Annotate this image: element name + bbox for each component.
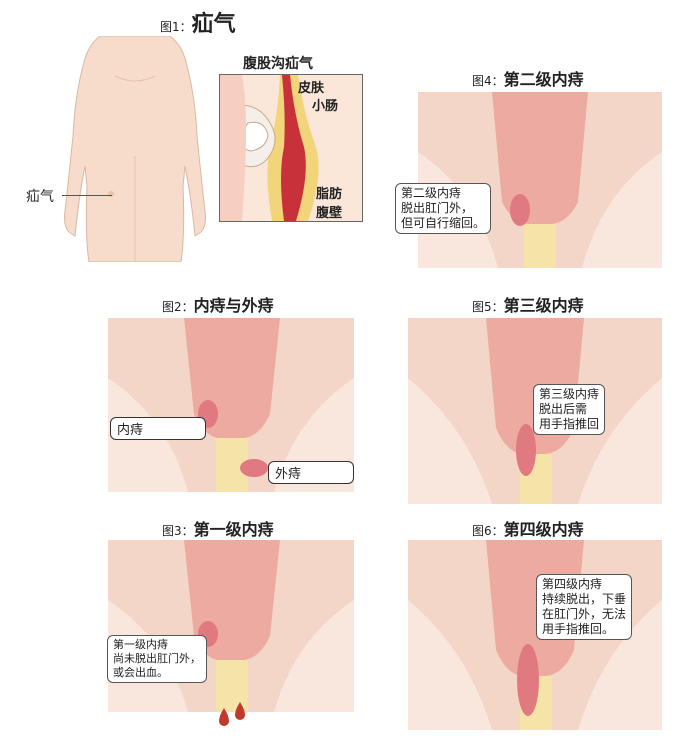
fig4-note: 第二级内痔 脱出肛门外， 但可自行缩回。 [395, 183, 492, 234]
fat-label: 脂肪 [316, 187, 343, 202]
fig3-title: 图3：第一级内痔 [162, 520, 274, 539]
inset-title: 腹股沟疝气 [243, 56, 313, 72]
abdominal-wall-label: 腹壁 [316, 206, 343, 221]
fig1-title: 图1：疝气 [160, 12, 236, 37]
skin-label: 皮肤 [298, 81, 325, 96]
internal-hemorrhoid-label: 内痔 [110, 417, 206, 440]
intestine-label: 小肠 [312, 99, 339, 114]
fig3-anatomy-panel [108, 540, 354, 712]
fig5-title: 图5：第三级内痔 [472, 296, 584, 315]
human-body-illustration [55, 35, 215, 263]
hernia-label: 疝气 [26, 189, 54, 205]
inguinal-hernia-crosssection [219, 74, 363, 222]
fig3-note: 第一级内痔 尚未脱出肛门外， 或会出血。 [107, 635, 207, 683]
fig4-title: 图4：第二级内痔 [472, 70, 584, 89]
fig6-title: 图6：第四级内痔 [472, 520, 584, 539]
fig4-anatomy-panel [418, 92, 662, 268]
hernia-pointer-line [62, 195, 112, 196]
fig2-title: 图2：内痔与外痔 [162, 296, 274, 315]
external-hemorrhoid-label: 外痔 [268, 461, 354, 484]
fig5-note: 第三级内痔 脱出后需 用手指推回 [533, 384, 606, 435]
fig6-note: 第四级内痔 持续脱出，下垂 在肛门外，无法 用手指推回。 [536, 574, 633, 640]
blood-drops [216, 700, 250, 734]
